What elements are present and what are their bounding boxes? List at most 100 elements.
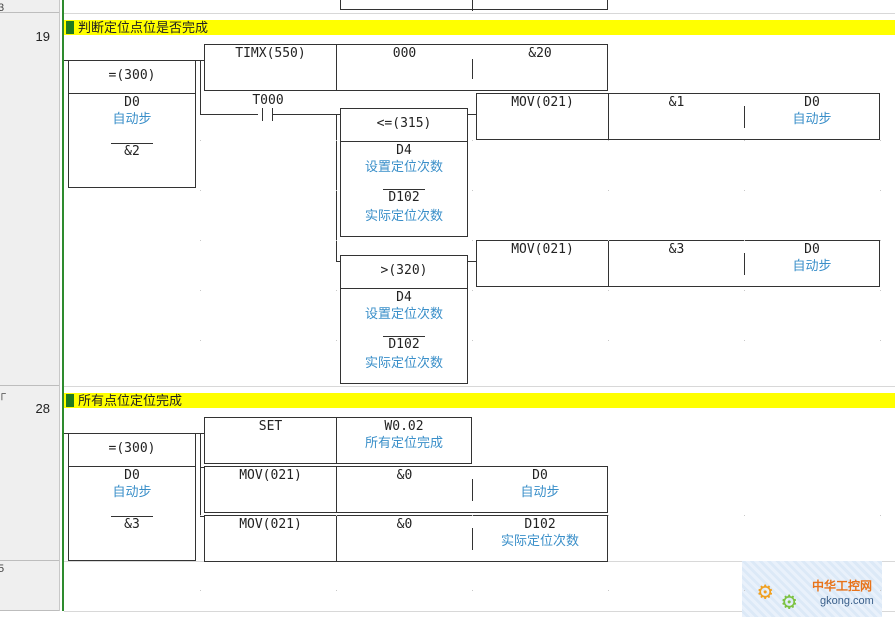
operand-s1: D4 [396,143,412,158]
timer-number: 000 [392,46,417,61]
row-marker-28: ┌ [0,388,6,400]
instruction-mnemonic: =(300) [69,61,195,94]
instruction-mnemonic: =(300) [69,434,195,467]
operand-s1-label: 自动步 [112,484,152,499]
contact-right-bar [272,108,273,121]
grid-dot [472,190,473,191]
watermark-logo: ⚙ ⚙ 中华工控网 gkong.com [742,561,882,617]
mov-destination: D0 [532,468,548,483]
instruction-mnemonic: MOV(021) [239,468,302,483]
timer-setpoint: &20 [528,46,552,61]
wire [273,114,341,115]
watermark-text: 中华工控网 [812,579,873,593]
operand-s2: D102 [383,189,425,205]
grid-dot [608,515,609,516]
grid-dot [336,340,337,341]
grid-dot [200,515,201,516]
grid-dot [608,340,609,341]
grid-dot [880,190,881,191]
wire [64,433,68,434]
row-number-28[interactable]: 28 [35,401,50,416]
rung19-contact-t000[interactable]: T000 [252,93,284,108]
mov-destination-label: 自动步 [792,111,832,126]
grid-dot [200,140,201,141]
watermark-url: gkong.com [820,595,874,607]
operand-s1: D0 [124,468,140,483]
gear-icon: ⚙ [758,577,773,605]
rung19-compare-eq[interactable]: =(300) D0 自动步 &2 [68,60,196,188]
rung28-mov-1[interactable]: MOV(021) &0 D0 自动步 [204,466,608,513]
grid-dot [472,240,473,241]
operand-s1-label: 设置定位次数 [364,159,443,174]
grid-dot [744,340,745,341]
row-number-prev: 3 [0,2,5,14]
grid-dot [744,290,745,291]
rung19-mov-1[interactable]: MOV(021) &1 D0 自动步 [476,93,880,140]
grid-dot [608,140,609,141]
operand-s2: &3 [111,516,153,532]
operand-s2: &2 [111,143,153,159]
mov-destination-label: 实际定位次数 [500,533,579,548]
grid-dot [336,240,337,241]
mov-source: &0 [396,468,413,483]
left-power-rail [62,0,64,611]
wire [200,114,258,115]
grid-dot [744,190,745,191]
rung19-comment[interactable]: 判断定位点位是否完成 [64,20,895,35]
grid-dot [880,290,881,291]
wire [336,261,341,262]
operand-s2-label: 实际定位次数 [364,208,443,223]
wire [467,114,477,115]
instruction-mnemonic: >(320) [341,256,467,289]
mov-destination: D102 [524,517,556,532]
grid-dot [336,515,337,516]
rung19-compare-le[interactable]: <=(315) D4 设置定位次数 D102 实际定位次数 [340,108,468,237]
row-number-gutter [0,0,60,611]
grid-dot [200,590,201,591]
instruction-mnemonic: SET [258,419,283,434]
wire [467,261,477,262]
rung28-mov-2[interactable]: MOV(021) &0 D102 实际定位次数 [204,515,608,562]
grid-dot [608,190,609,191]
grid-dot [880,340,881,341]
grid-dot [336,290,337,291]
grid-dot [336,190,337,191]
set-bit: W0.02 [384,419,424,434]
operand-s2-label: 实际定位次数 [364,355,443,370]
mov-destination-label: 自动步 [792,258,832,273]
gear-icon: ⚙ [782,587,797,615]
mov-source: &0 [396,517,413,532]
instruction-mnemonic: MOV(021) [239,517,302,532]
row-number-19[interactable]: 19 [35,29,50,44]
contact-left-bar [262,108,263,121]
grid-dot [608,240,609,241]
wire [336,114,337,262]
grid-dot [744,140,745,141]
grid-dot [472,515,473,516]
mov-source: &3 [668,242,685,257]
instruction-mnemonic: MOV(021) [511,95,574,110]
grid-dot [472,140,473,141]
gutter-separator [0,610,59,611]
operand-s1-label: 自动步 [112,111,152,126]
rung19-compare-gt[interactable]: >(320) D4 设置定位次数 D102 实际定位次数 [340,255,468,384]
grid-dot [744,590,745,591]
mov-destination: D0 [804,242,820,257]
gutter-separator [0,560,59,561]
rung28-compare-eq[interactable]: =(300) D0 自动步 &3 [68,433,196,561]
grid-dot [200,290,201,291]
wire [200,467,205,468]
rung19-timx-instruction[interactable]: TIMX(550) 000 &20 [204,44,608,91]
rung-separator [64,386,895,387]
prev-rung-instruction-tail[interactable] [340,0,608,11]
rung28-set-instruction[interactable]: SET W0.02 所有定位完成 [204,417,472,464]
rung-separator [64,611,895,612]
grid-dot [880,240,881,241]
rung28-comment[interactable]: 所有点位定位完成 [64,393,895,408]
grid-dot [880,140,881,141]
rung19-mov-2[interactable]: MOV(021) &3 D0 自动步 [476,240,880,287]
grid-dot [200,240,201,241]
gutter-separator [0,12,59,13]
wire [64,60,68,61]
operand-s1: D0 [124,95,140,110]
